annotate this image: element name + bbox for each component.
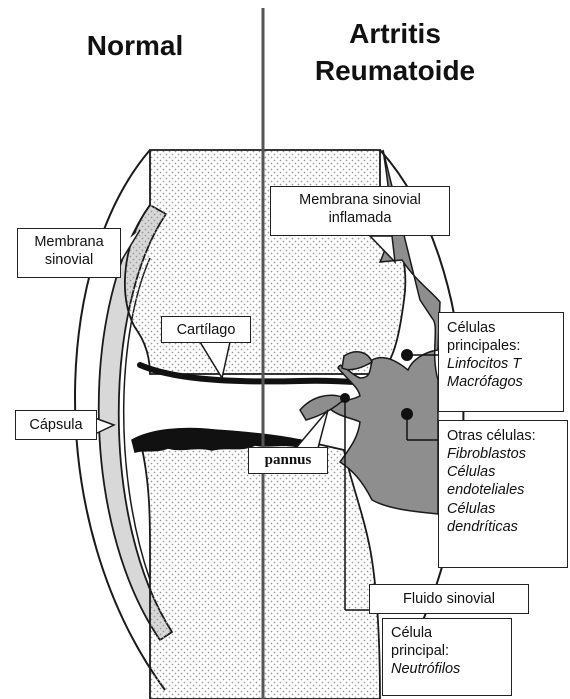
- otras-celulas-line3: Células: [447, 463, 559, 481]
- celula-principal-line2: principal:: [391, 642, 503, 660]
- title-normal: Normal: [75, 30, 195, 62]
- label-membrana-inflamada-line2: inflamada: [277, 209, 443, 227]
- celula-principal-line1: Célula: [391, 624, 503, 642]
- label-pannus: pannus: [248, 447, 328, 474]
- label-otras-celulas: Otras células: Fibroblastos Células endo…: [438, 420, 568, 568]
- label-celula-principal: Célula principal: Neutrófilos: [382, 618, 512, 696]
- label-membrana-sinovial: Membrana sinovial: [17, 228, 121, 278]
- label-membrana-inflamada-line1: Membrana sinovial: [277, 191, 443, 209]
- label-membrana-sinovial-line2: sinovial: [24, 251, 114, 269]
- celulas-principales-line3: Linfocitos T: [447, 355, 555, 373]
- lower-bone: [140, 440, 380, 699]
- label-membrana-sinovial-line1: Membrana: [24, 233, 114, 251]
- title-ra-line2: Reumatoide: [285, 55, 505, 87]
- label-membrana-inflamada: Membrana sinovial inflamada: [270, 186, 450, 236]
- label-capsula: Cápsula: [15, 410, 97, 440]
- label-celulas-principales: Células principales: Linfocitos T Macróf…: [438, 312, 564, 412]
- label-cartilago: Cartílago: [161, 316, 251, 343]
- otras-celulas-line4: endoteliales: [447, 481, 559, 499]
- otras-celulas-line1: Otras células:: [447, 427, 559, 445]
- celulas-principales-line1: Células: [447, 319, 555, 337]
- otras-celulas-line6: dendríticas: [447, 518, 559, 536]
- otras-celulas-line2: Fibroblastos: [447, 445, 559, 463]
- celulas-principales-line4: Macrófagos: [447, 373, 555, 391]
- otras-celulas-line5: Células: [447, 500, 559, 518]
- celulas-principales-line2: principales:: [447, 337, 555, 355]
- celula-principal-line3: Neutrófilos: [391, 660, 503, 678]
- title-ra-line1: Artritis: [300, 18, 490, 50]
- label-fluido-sinovial: Fluido sinovial: [369, 584, 529, 614]
